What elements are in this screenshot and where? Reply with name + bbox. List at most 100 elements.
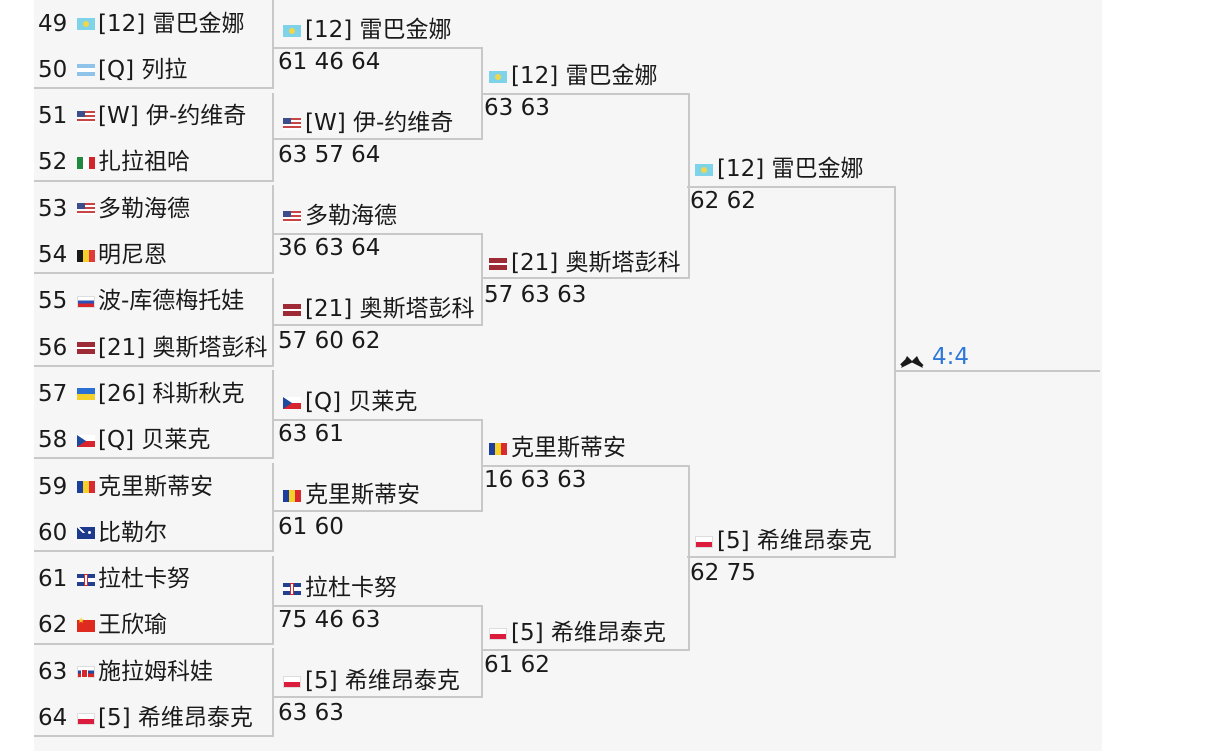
us-flag-icon xyxy=(74,110,97,123)
player-name[interactable]: [5] 希维昂泰克 xyxy=(98,705,253,731)
ro-flag-icon xyxy=(74,481,97,493)
player-name[interactable]: 拉杜卡努 xyxy=(98,566,190,593)
player-name[interactable]: 明尼恩 xyxy=(98,242,167,268)
player-name[interactable]: [5] 希维昂泰克 xyxy=(511,620,666,646)
player-name[interactable]: 比勒尔 xyxy=(98,519,167,546)
draw-slot[interactable]: 50[Q] 列拉 xyxy=(34,48,274,92)
round4-winner[interactable]: [5] 希维昂泰克 xyxy=(692,530,872,553)
draw-slot[interactable]: 59 克里斯蒂安 xyxy=(34,465,274,509)
match-score: 57 60 62 xyxy=(278,328,381,354)
draw-position: 54 xyxy=(38,242,68,268)
player-name[interactable]: [12] 雷巴金娜 xyxy=(717,156,864,182)
draw-slot[interactable]: 56[21] 奥斯塔彭科 xyxy=(34,326,274,370)
player-name[interactable]: [21] 奥斯塔彭科 xyxy=(511,250,681,276)
draw-slot[interactable]: 51[W] 伊-约维奇 xyxy=(34,95,274,139)
round2-bracket-connector xyxy=(274,419,483,512)
round3-winner[interactable]: [5] 希维昂泰克 xyxy=(486,622,666,645)
round4-winner[interactable]: [12] 雷巴金娜 xyxy=(692,158,864,181)
draw-slot[interactable]: 49[12] 雷巴金娜 xyxy=(34,2,274,46)
pl-flag-icon xyxy=(486,627,509,640)
draw-position: 55 xyxy=(38,288,68,315)
player-name[interactable]: [W] 伊-约维奇 xyxy=(98,103,247,130)
player-name[interactable]: [Q] 贝莱克 xyxy=(305,389,418,415)
ar-flag-icon xyxy=(74,64,97,77)
gb-flag-icon xyxy=(280,582,303,595)
round2-winner[interactable]: [5] 希维昂泰克 xyxy=(280,670,460,693)
player-name[interactable]: 多勒海德 xyxy=(98,195,190,222)
player-name[interactable]: [W] 伊-约维奇 xyxy=(305,110,454,136)
player-name[interactable]: [12] 雷巴金娜 xyxy=(98,10,245,37)
match-score: 61 60 xyxy=(278,514,344,540)
match-score: 57 63 63 xyxy=(484,282,587,308)
round2-winner[interactable]: [12] 雷巴金娜 xyxy=(280,19,452,42)
head-to-head-link[interactable]: 4:4 xyxy=(898,343,969,371)
lv-flag-icon xyxy=(486,257,509,270)
draw-slot[interactable]: 54 明尼恩 xyxy=(34,234,274,278)
cn-flag-icon xyxy=(74,617,97,632)
head-to-head-score[interactable]: 4:4 xyxy=(932,344,970,370)
match-score: 62 62 xyxy=(690,188,756,214)
match-score: 61 62 xyxy=(484,652,550,678)
player-name[interactable]: 克里斯蒂安 xyxy=(305,482,420,508)
round3-winner[interactable]: 克里斯蒂安 xyxy=(486,437,626,460)
round4-bracket-connector xyxy=(687,186,896,558)
draw-slot[interactable]: 55 波-库德梅托娃 xyxy=(34,280,274,324)
round-1-match-frame xyxy=(34,92,274,182)
round2-bracket-connector xyxy=(274,233,483,326)
player-name[interactable]: 扎拉祖哈 xyxy=(98,149,190,176)
round2-winner[interactable]: [21] 奥斯塔彭科 xyxy=(280,298,475,321)
player-name[interactable]: 王欣瑜 xyxy=(98,612,167,639)
round-1-match-frame xyxy=(34,185,274,275)
round2-bracket-connector xyxy=(274,47,483,140)
round2-winner[interactable]: [Q] 贝莱克 xyxy=(280,391,417,414)
round-1-match-frame xyxy=(34,463,274,552)
player-name[interactable]: [5] 希维昂泰克 xyxy=(717,528,872,554)
player-name[interactable]: 波-库德梅托娃 xyxy=(98,288,245,315)
round2-winner[interactable]: 克里斯蒂安 xyxy=(280,484,420,507)
player-name[interactable]: [12] 雷巴金娜 xyxy=(511,63,658,89)
round3-winner[interactable]: [21] 奥斯塔彭科 xyxy=(486,252,681,275)
player-name[interactable]: [26] 科斯秋克 xyxy=(98,380,245,407)
round-1-match-frame xyxy=(34,277,274,367)
us-flag-icon xyxy=(74,203,97,216)
player-name[interactable]: [21] 奥斯塔彭科 xyxy=(98,334,268,361)
draw-slot[interactable]: 64[5] 希维昂泰克 xyxy=(34,697,274,741)
player-name[interactable]: [12] 雷巴金娜 xyxy=(305,17,452,43)
us-flag-icon xyxy=(280,210,303,223)
player-name[interactable]: 克里斯蒂安 xyxy=(98,473,213,500)
draw-slot[interactable]: 58[Q] 贝莱克 xyxy=(34,419,274,463)
round3-winner[interactable]: [12] 雷巴金娜 xyxy=(486,65,658,88)
draw-position: 59 xyxy=(38,473,68,500)
match-score: 63 63 xyxy=(484,95,550,121)
player-name[interactable]: 施拉姆科娃 xyxy=(98,658,213,685)
round3-bracket-connector xyxy=(481,93,690,279)
draw-position: 61 xyxy=(38,566,68,593)
cz-flag-icon xyxy=(74,434,97,447)
round2-winner[interactable]: 多勒海德 xyxy=(280,205,397,228)
round2-winner[interactable]: 拉杜卡努 xyxy=(280,577,397,600)
player-name[interactable]: 克里斯蒂安 xyxy=(511,435,626,461)
cz-flag-icon xyxy=(280,396,303,409)
player-name[interactable]: 拉杜卡努 xyxy=(305,575,397,601)
crossed-swords-icon xyxy=(900,346,924,368)
kz-flag-icon xyxy=(280,24,303,37)
draw-slot[interactable]: 57[26] 科斯秋克 xyxy=(34,372,274,416)
draw-slot[interactable]: 62王欣瑜 xyxy=(34,604,274,648)
player-name[interactable]: [Q] 贝莱克 xyxy=(98,427,211,454)
round2-winner[interactable]: [W] 伊-约维奇 xyxy=(280,112,453,135)
match-score: 62 75 xyxy=(690,560,756,586)
player-name[interactable]: 多勒海德 xyxy=(305,203,397,229)
pl-flag-icon xyxy=(280,675,303,688)
player-name[interactable]: [Q] 列拉 xyxy=(98,56,188,83)
match-score: 63 57 64 xyxy=(278,142,381,168)
round3-bracket-connector xyxy=(481,465,690,651)
player-name[interactable]: [5] 希维昂泰克 xyxy=(305,668,460,694)
player-name[interactable]: [21] 奥斯塔彭科 xyxy=(305,296,475,322)
round-1-match-frame xyxy=(34,0,274,89)
draw-slot[interactable]: 61 拉杜卡努 xyxy=(34,558,274,602)
